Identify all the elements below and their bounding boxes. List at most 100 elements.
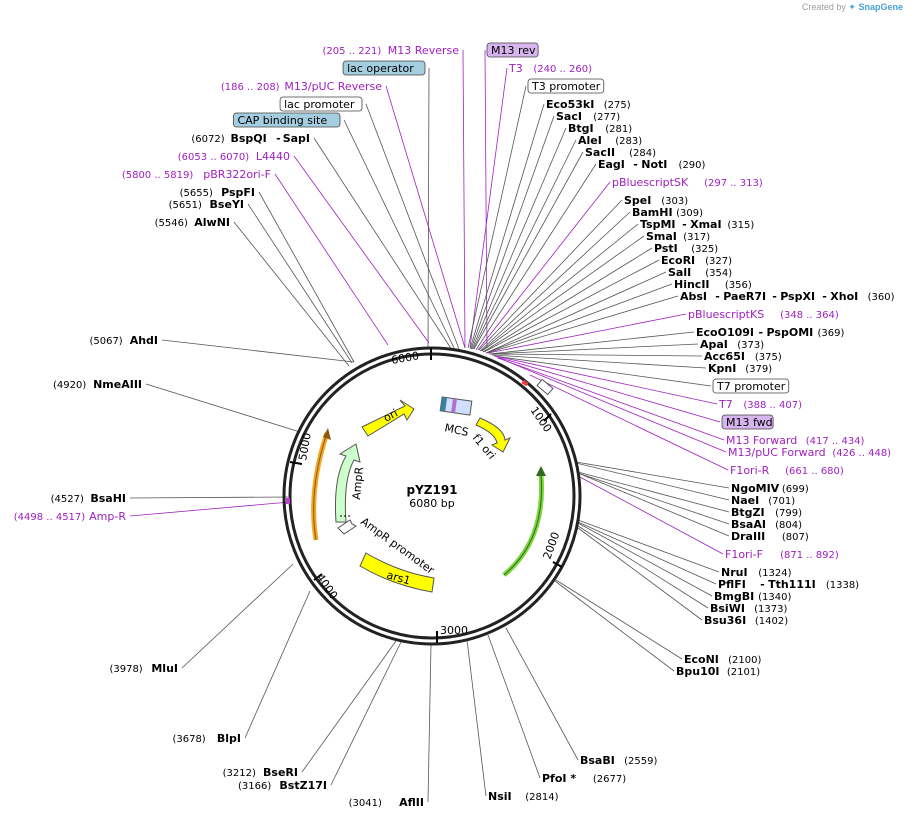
label-m13-reverse-line [462,49,466,349]
label-eagi-sep-1: - [633,158,638,171]
label-ecoo109i: EcoO109I [696,326,754,339]
label-ecoo109i-pos: (369) [817,328,844,339]
label-m13-rev-box[interactable] [486,42,539,58]
orange-arc-feature[interactable] [311,432,330,541]
label-pbluescriptsk-pos: (297 .. 313) [704,178,763,189]
label-saci-pos: (277) [593,112,620,123]
label-pfoi: PfoI * [542,772,576,785]
label-bstz17i-line [330,641,402,786]
label-bsu36i-pos: (1402) [755,616,788,627]
label-nmeaiii-line [145,383,301,433]
label-alei-pos: (283) [615,136,642,147]
label-m13-reverse-pos: (205 .. 221) [323,46,382,57]
label-nrui-line [577,519,720,573]
label-bsu36i-line [577,527,703,621]
label-bseri: BseRI [263,766,298,779]
label-bsabi-pos: (2559) [624,756,657,767]
label-pspfi-line [258,191,355,363]
label-bsiwi-line [577,525,709,609]
label-eagi-2: NotI [641,158,667,171]
orange-arc-head [323,428,331,440]
label-bmgbi-pos: (1340) [758,592,791,603]
ars1-feature[interactable] [359,552,435,593]
label-nsii-line [466,639,487,797]
label-bsaai-line [577,472,730,525]
label-bseyi: BseYI [210,198,244,211]
label-ahdi-pos: (5067) [89,336,122,347]
label-aflii-line [427,643,432,803]
label-bseri-pos: (3212) [223,768,256,779]
label-econi-line [555,579,683,660]
tick-label-5000: 5000 [296,432,314,462]
label-m13-fwd-box[interactable] [721,414,774,430]
label-cap-binding-site-box[interactable] [233,112,341,128]
label-lac-operator-box[interactable] [342,60,426,76]
label-cap-binding-site-line [343,119,456,351]
label-f1ori-r-pos: (661 .. 680) [785,466,844,477]
label-alwni-pos: (5546) [155,218,188,229]
label-pbr322ori-f-pos: (5800 .. 5819) [122,170,194,181]
label-btgi: BtgI [568,122,594,135]
orange-arc-outline [313,432,328,541]
label-m13-puc-forward: M13/pUC Forward [728,446,826,459]
label-absi: AbsI [680,290,707,303]
label-ngomiv-pos: (699) [782,484,809,495]
label-btgzi: BtgZI [731,506,765,519]
label-eagi: EagI [598,158,625,171]
label-m13-puc-reverse-line [385,85,466,349]
label-lac-promoter-box[interactable] [279,96,363,112]
f1-ori-feature[interactable] [475,417,512,453]
ori-label: ori [381,406,400,424]
label-hincii-line [485,283,673,354]
label-f1ori-r: F1ori-R [730,464,770,477]
label-btgi-line [471,127,567,350]
label-pspfi-pos: (5655) [180,188,213,199]
label-saci-line [470,115,555,350]
label-eagi-line [475,163,597,351]
label-kpni: KpnI [708,362,736,375]
green-arc-feature[interactable] [502,474,545,577]
ampr-promoter-feature[interactable] [337,519,357,535]
tick-label-4000: 4000 [314,571,341,601]
label-sali-pos: (354) [705,268,732,279]
label-t3-promoter-box[interactable] [527,78,605,94]
label-bspqi: BspQI [230,132,266,145]
label-ecori-pos: (327) [705,256,732,267]
ori-feature[interactable] [361,399,415,437]
label-bspqi-line [313,137,453,351]
plasmid-name: pYZ191 [406,483,457,497]
ars1-label: ars1 [385,568,412,587]
label-t3-promoter: T3 promoter [531,80,601,93]
label-f1ori-r-line [529,374,729,471]
label-tspmi-line [480,223,639,352]
credit-prefix: Created by [801,2,846,12]
label-smai-line [481,235,645,352]
label-ecori-line [483,259,660,353]
label-f1ori-f-pos: (871 .. 892) [780,550,839,561]
label-sacii-line [473,151,584,350]
label-naei: NaeI [731,494,759,507]
label-bstz17i: BstZ17I [279,779,327,792]
label-nrui-pos: (1324) [758,568,791,579]
label-sacii-pos: (284) [629,148,656,159]
label-blpi-pos: (3678) [172,734,205,745]
label-saci: SacI [556,110,582,123]
label-alei-line [472,139,577,350]
label-t7-promoter-box[interactable] [712,378,790,394]
label-l4440-pos: (6053 .. 6070) [178,152,250,163]
label-nrui: NruI [721,566,748,579]
label-bseyi-line [247,203,353,364]
label-naei-line [575,462,730,501]
label-mlui: MluI [151,662,178,675]
label-l4440: L4440 [256,150,290,163]
label-pflfi-pos: (1338) [826,580,859,591]
label-t3-pos: (240 .. 260) [533,64,592,75]
label-pfoi-line [487,634,541,779]
ampr-feature[interactable] [334,443,361,523]
label-m13-reverse: M13 Reverse [388,44,459,57]
label-pflfi-2: Tth111I [768,578,816,591]
label-acc65i: Acc65I [704,350,745,363]
label-nmeaiii: NmeAIII [93,378,142,391]
label-t7-line [494,355,718,405]
label-apai-line [489,343,699,355]
